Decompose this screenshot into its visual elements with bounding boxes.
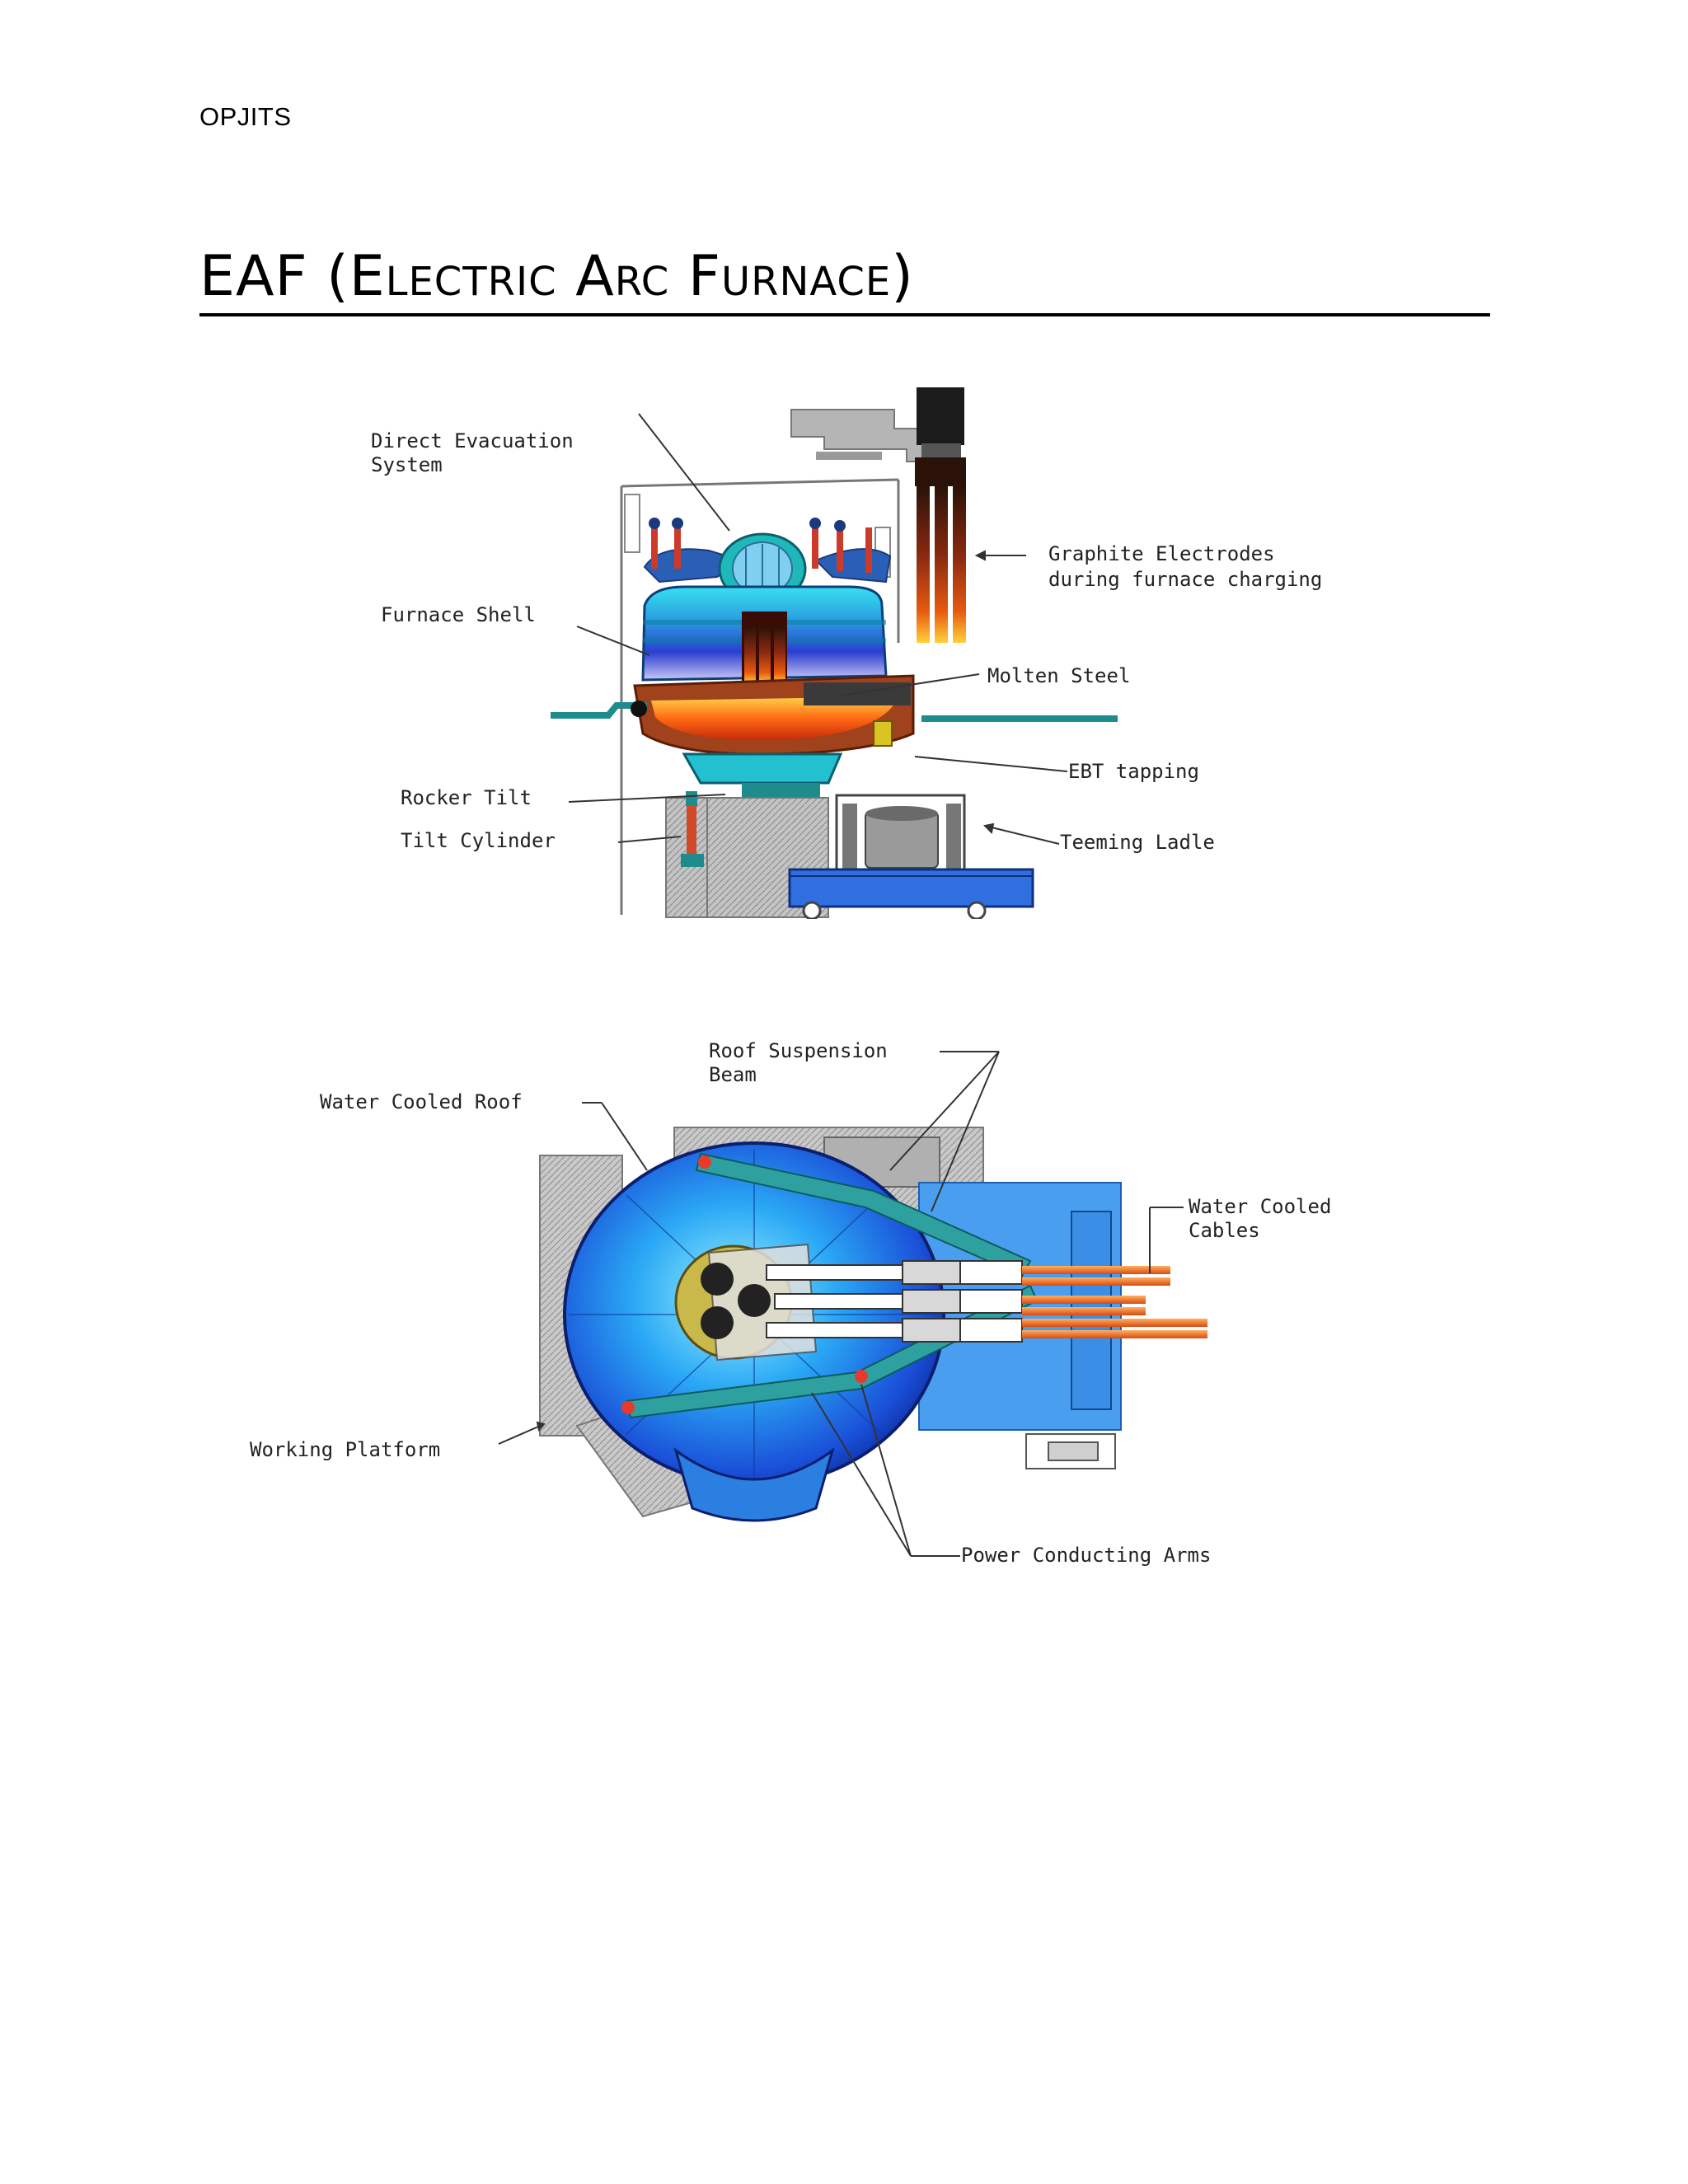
label-water-cooled-roof: Water Cooled Roof (320, 1090, 523, 1113)
label-direct-evacuation-line2: System (371, 453, 443, 476)
label-power-conducting-arms: Power Conducting Arms (961, 1544, 1211, 1567)
graphite-electrodes (915, 457, 966, 643)
label-roof-suspension-beam: Roof Suspension (709, 1039, 888, 1062)
electrode-mast-gantry (790, 387, 964, 462)
eaf-side-view-diagram: Direct Evacuation System Graphite Electr… (371, 387, 1322, 919)
eaf-top-view-diagram: Roof Suspension Beam Water Cooled Roof W… (250, 1039, 1331, 1567)
working-floor-rails (551, 701, 1118, 722)
rocker-tilt-assembly (665, 752, 843, 918)
label-water-cooled-cables: Water Cooled (1189, 1195, 1331, 1218)
label-water-cooled-cables-line2: Cables (1189, 1219, 1260, 1242)
teeming-ladle (788, 794, 1034, 919)
power-conducting-arms (766, 1260, 1023, 1343)
molten-steel-hearth (633, 674, 915, 756)
roof-suspension-beam (621, 1152, 1039, 1419)
top-view-leader-lines (498, 1051, 1184, 1557)
label-furnace-shell: Furnace Shell (381, 603, 536, 626)
page-header: OPJITS (199, 102, 292, 131)
label-graphite-electrodes-line2: during furnace charging (1048, 568, 1322, 591)
page-title-text: EAF (Electric Arc Furnace) (199, 244, 914, 309)
label-molten-steel: Molten Steel (987, 664, 1130, 687)
side-view-leader-lines (568, 413, 1068, 845)
furnace-shell (641, 585, 888, 684)
label-rocker-tilt: Rocker Tilt (401, 786, 532, 809)
label-ebt-tapping: EBT tapping (1068, 760, 1199, 783)
tilt-cylinder (681, 791, 704, 867)
label-direct-evacuation: Direct Evacuation (371, 429, 574, 452)
label-graphite-electrodes: Graphite Electrodes (1048, 542, 1275, 565)
label-working-platform: Working Platform (250, 1438, 440, 1461)
label-tilt-cylinder: Tilt Cylinder (401, 829, 556, 852)
page-title: EAF (Electric Arc Furnace) (199, 241, 1490, 316)
label-teeming-ladle: Teeming Ladle (1060, 831, 1215, 854)
label-roof-suspension-beam-line2: Beam (709, 1063, 757, 1086)
water-cooled-cables (1022, 1266, 1207, 1338)
